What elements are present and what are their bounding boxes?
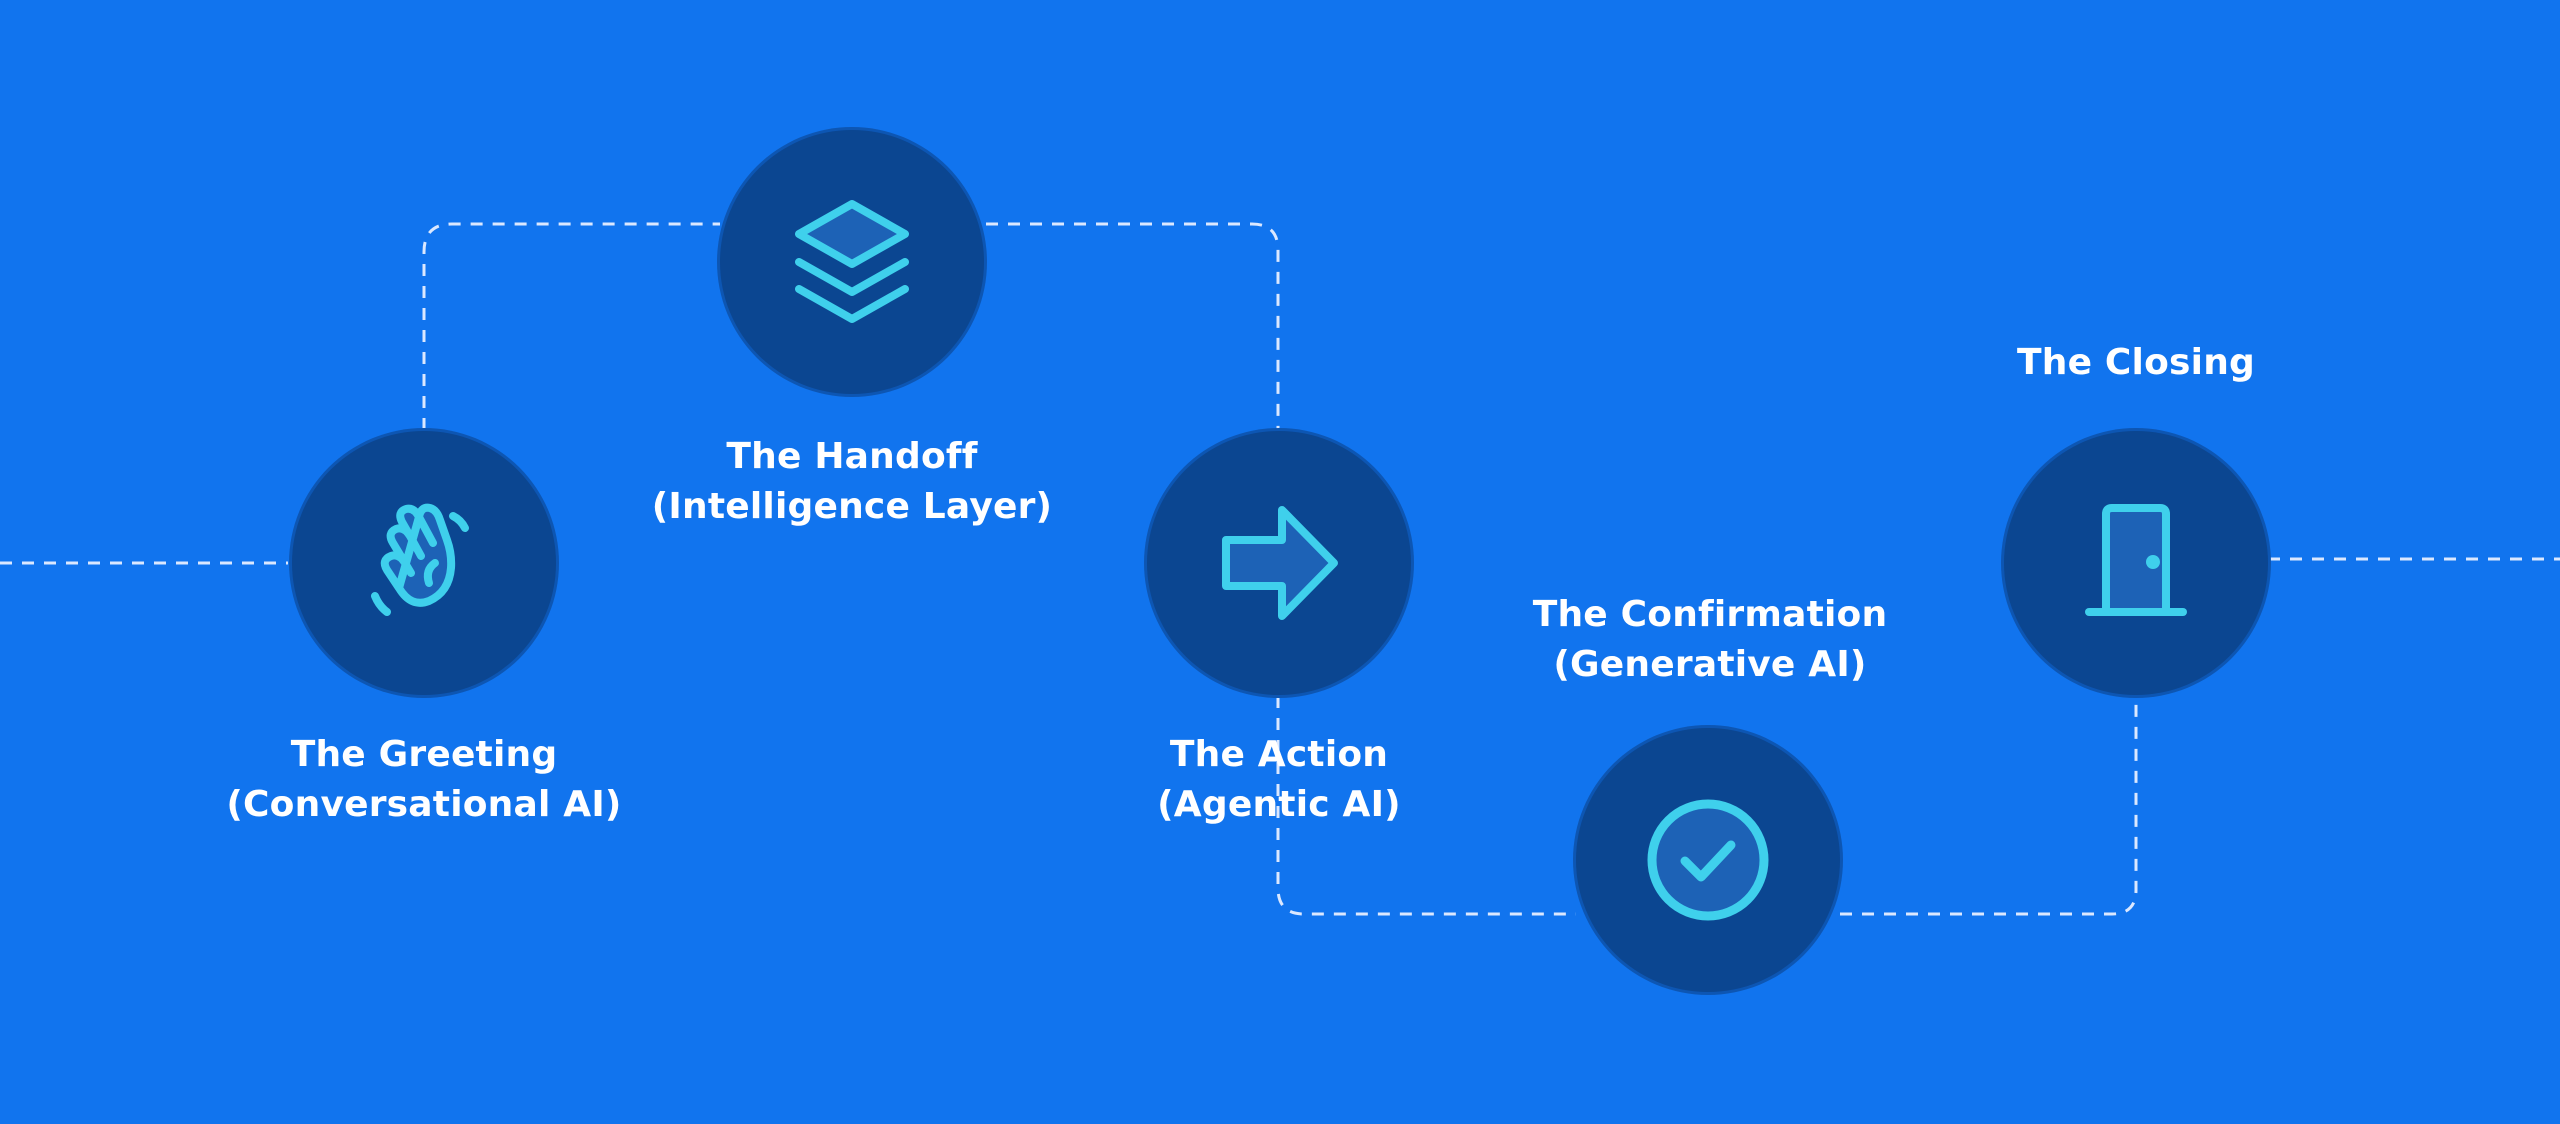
step-label-closing: The Closing: [1876, 338, 2396, 388]
step-label-handoff: The Handoff (Intelligence Layer): [592, 432, 1112, 532]
door-icon: [2085, 504, 2187, 616]
step-label-action: The Action (Agentic AI): [1019, 730, 1539, 830]
check-circle-icon: [1647, 799, 1769, 921]
step-subtitle-handoff: (Intelligence Layer): [651, 486, 1053, 527]
arrow-right-icon: [1222, 506, 1338, 620]
step-title-greeting: The Greeting: [290, 734, 558, 775]
connector-greeting-to-handoff: [422, 222, 720, 430]
step-title-closing: The Closing: [2017, 342, 2255, 383]
step-subtitle-greeting: (Conversational AI): [226, 784, 622, 825]
connector-handoff-to-action: [986, 222, 1280, 430]
connector-confirmation-to-closing: [1840, 696, 2138, 916]
step-node-closing: [2004, 431, 2268, 695]
step-node-confirmation: [1576, 728, 1840, 992]
step-subtitle-action: (Agentic AI): [1157, 784, 1401, 825]
layers-stack-icon: [795, 200, 909, 323]
step-subtitle-confirmation: (Generative AI): [1553, 644, 1867, 685]
step-title-handoff: The Handoff: [726, 436, 978, 477]
step-label-greeting: The Greeting (Conversational AI): [164, 730, 684, 830]
step-title-action: The Action: [1169, 734, 1389, 775]
step-node-action: [1147, 431, 1411, 695]
step-node-greeting: [292, 431, 556, 695]
step-title-confirmation: The Confirmation: [1532, 594, 1888, 635]
step-label-confirmation: The Confirmation (Generative AI): [1450, 590, 1970, 690]
step-node-handoff: [720, 130, 984, 394]
waving-hand-icon: [371, 503, 469, 616]
